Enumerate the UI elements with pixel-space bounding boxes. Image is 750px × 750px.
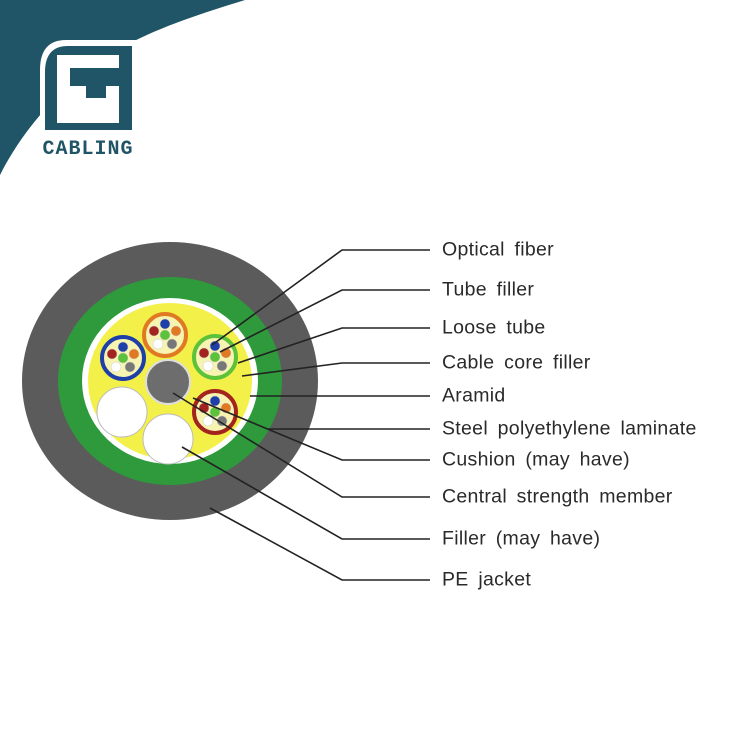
optical-fiber (216, 360, 228, 372)
logo-mark: CABLING (40, 40, 137, 161)
filler (142, 413, 194, 465)
optical-fiber (202, 415, 214, 427)
label-optical-fiber: Optical fiber (442, 238, 554, 261)
label-tube-filler: Tube filler (442, 278, 535, 301)
optical-fiber (148, 325, 160, 337)
optical-fiber (106, 348, 118, 360)
optical-fiber (159, 329, 171, 341)
optical-fiber (166, 338, 178, 350)
filler (96, 386, 148, 438)
optical-fiber (202, 360, 214, 372)
leader-line (192, 397, 430, 461)
label-central-strength-member: Central strength member (442, 485, 673, 508)
leader-line (237, 327, 430, 364)
optical-fiber (117, 341, 129, 353)
label-cushion-may-have: Cushion (may have) (442, 448, 630, 471)
leader-line (241, 362, 430, 377)
label-filler-may-have: Filler (may have) (442, 527, 601, 550)
optical-fiber (128, 348, 140, 360)
label-loose-tube: Loose tube (442, 316, 546, 339)
leader-line (219, 289, 430, 353)
leader-line (211, 249, 430, 346)
leader-lines (172, 249, 430, 581)
optical-fiber (198, 347, 210, 359)
label-pe-jacket: PE jacket (442, 568, 532, 591)
leader-line (172, 392, 430, 498)
optical-fiber (209, 340, 221, 352)
optical-fiber (159, 318, 171, 330)
optical-fiber (209, 351, 221, 363)
optical-fiber (117, 352, 129, 364)
label-aramid: Aramid (442, 384, 506, 407)
leader-line (181, 446, 430, 540)
optical-fiber (170, 325, 182, 337)
label-steel-polyethylene-laminate: Steel polyethylene laminate (442, 417, 697, 440)
optical-fiber (152, 338, 164, 350)
optical-fiber (209, 395, 221, 407)
optical-fiber (124, 361, 136, 373)
optical-fiber (110, 361, 122, 373)
label-cable-core-filler: Cable core filler (442, 351, 591, 374)
svg-text:CABLING: CABLING (42, 138, 133, 161)
leader-line (209, 507, 430, 581)
central-strength-member (145, 359, 191, 405)
